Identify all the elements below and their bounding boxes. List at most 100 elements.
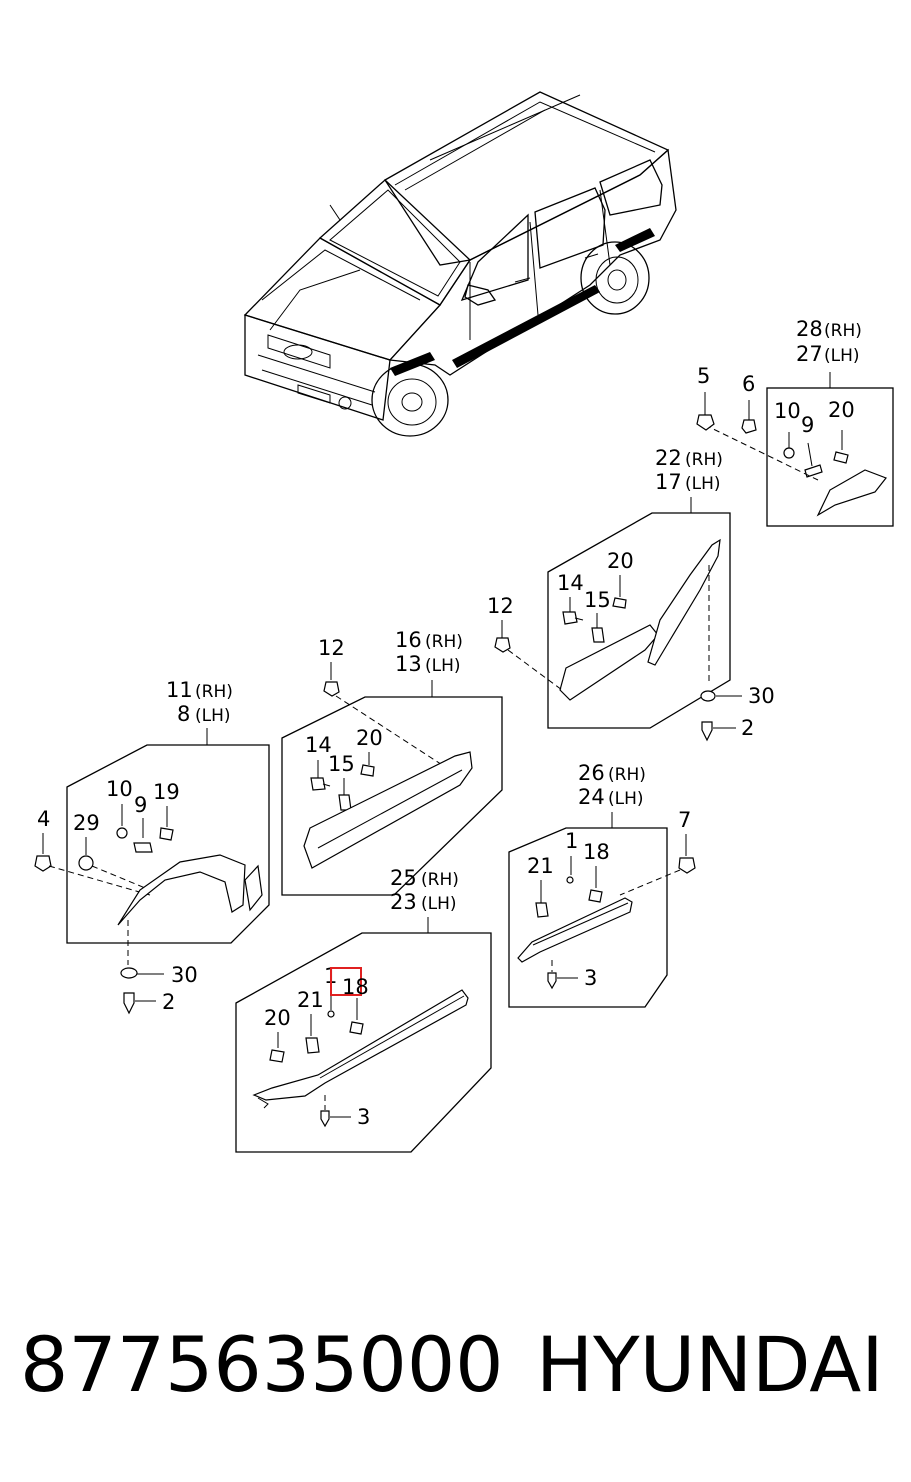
callout-15: 15 [584, 588, 611, 612]
callout-15: 15 [328, 752, 355, 776]
callout-25-side: (RH) [421, 870, 459, 890]
nut-5 [696, 414, 715, 431]
callout-14: 14 [305, 733, 332, 757]
screw-2 [123, 992, 135, 1015]
fasteners-5-6: 5 6 [696, 364, 757, 434]
grommet-29 [78, 855, 94, 871]
fastener-12-right: 12 [487, 594, 563, 691]
callout-10: 10 [774, 399, 801, 423]
callout-16-side: (RH) [425, 632, 463, 652]
callout-17: 17 [655, 470, 682, 494]
callout-3: 3 [357, 1105, 370, 1129]
callout-29: 29 [73, 811, 100, 835]
nut-12 [323, 681, 340, 697]
clip-20 [612, 597, 627, 609]
moulding-arch-22-17 [647, 538, 721, 666]
callout-8: 8 [177, 702, 190, 726]
washer-30 [120, 967, 138, 979]
callout-19: 19 [153, 780, 180, 804]
callout-11: 11 [166, 678, 193, 702]
screw-3 [320, 1110, 330, 1128]
clip-21 [305, 1037, 320, 1054]
callout-2: 2 [741, 716, 754, 740]
footer: 8775635000 HYUNDAI [0, 1320, 911, 1430]
assembly-11-8: 11 (RH) 8 (LH) 4 29 10 9 19 30 2 [34, 678, 270, 1015]
bolt-14 [562, 611, 578, 625]
washer-30 [700, 690, 716, 702]
clip-18 [349, 1021, 364, 1035]
callout-12: 12 [318, 636, 345, 660]
clip-15 [338, 794, 352, 811]
callout-17-side: (LH) [685, 474, 721, 494]
callout-7: 7 [678, 808, 691, 832]
clip-1 [327, 1010, 335, 1018]
callout-22-side: (RH) [685, 450, 723, 470]
highlight-box [330, 967, 362, 996]
trim-piece-28-27 [816, 469, 887, 517]
part-number: 8775635000 [20, 1320, 504, 1409]
assembly-25-23: 25 (RH) 23 (LH) 1 18 21 20 3 [235, 866, 492, 1153]
clip-10 [116, 827, 128, 839]
callout-27-side: (LH) [824, 346, 860, 366]
callout-16: 16 [395, 628, 422, 652]
screw-2 [701, 721, 713, 742]
callout-24-side: (LH) [608, 789, 644, 809]
callout-30: 30 [748, 684, 775, 708]
assembly-26-24: 26 (RH) 24 (LH) 7 21 1 18 3 [508, 761, 696, 1008]
assembly-22-17: 22 (RH) 17 (LH) 14 15 20 30 2 [547, 446, 775, 742]
clip-1 [566, 876, 574, 884]
callout-20: 20 [828, 398, 855, 422]
brand-name: HYUNDAI [536, 1320, 884, 1409]
callout-5: 5 [697, 364, 710, 388]
callout-18: 18 [583, 840, 610, 864]
callout-9: 9 [134, 793, 147, 817]
callout-28-side: (RH) [824, 321, 862, 341]
callout-21: 21 [527, 854, 554, 878]
callout-28: 28 [796, 317, 823, 341]
screw-3 [547, 972, 557, 990]
callout-6: 6 [742, 372, 755, 396]
callout-4: 4 [37, 807, 50, 831]
sill-moulding-25-23 [252, 989, 469, 1101]
bolt-7 [678, 857, 696, 874]
clip-21 [535, 902, 549, 918]
sill-moulding-26-24 [517, 897, 633, 963]
callout-23-side: (LH) [421, 894, 457, 914]
callout-21: 21 [297, 988, 324, 1012]
clip-18 [588, 889, 603, 903]
callout-26-side: (RH) [608, 765, 646, 785]
assembly-16-13: 16 (RH) 13 (LH) 12 14 15 20 [281, 628, 503, 896]
clip-15 [591, 627, 605, 643]
clip-10 [783, 447, 795, 459]
callout-27: 27 [796, 342, 823, 366]
nut-12 [494, 637, 511, 653]
callout-2: 2 [162, 990, 175, 1014]
callout-11-side: (RH) [195, 682, 233, 702]
callout-26: 26 [578, 761, 605, 785]
wheel-arch-11-8 [117, 854, 246, 926]
clip-20 [269, 1049, 285, 1063]
callout-13: 13 [395, 652, 422, 676]
clip-20 [833, 451, 849, 464]
callout-20: 20 [264, 1006, 291, 1030]
callout-3: 3 [584, 966, 597, 990]
wheel-arch-end [244, 864, 263, 912]
callout-23: 23 [390, 890, 417, 914]
callout-1: 1 [565, 829, 578, 853]
vehicle-illustration [243, 91, 677, 437]
callout-14: 14 [557, 571, 584, 595]
moulding-lower-22-17 [559, 624, 659, 701]
callout-12: 12 [487, 594, 514, 618]
callout-10: 10 [106, 777, 133, 801]
callout-20: 20 [607, 549, 634, 573]
callout-8-side: (LH) [195, 706, 231, 726]
clip-19 [159, 827, 174, 841]
callout-22: 22 [655, 446, 682, 470]
clip-20 [360, 764, 375, 777]
callout-25: 25 [390, 866, 417, 890]
callout-24: 24 [578, 785, 605, 809]
bolt-14 [310, 777, 326, 791]
nut-6 [741, 419, 757, 434]
